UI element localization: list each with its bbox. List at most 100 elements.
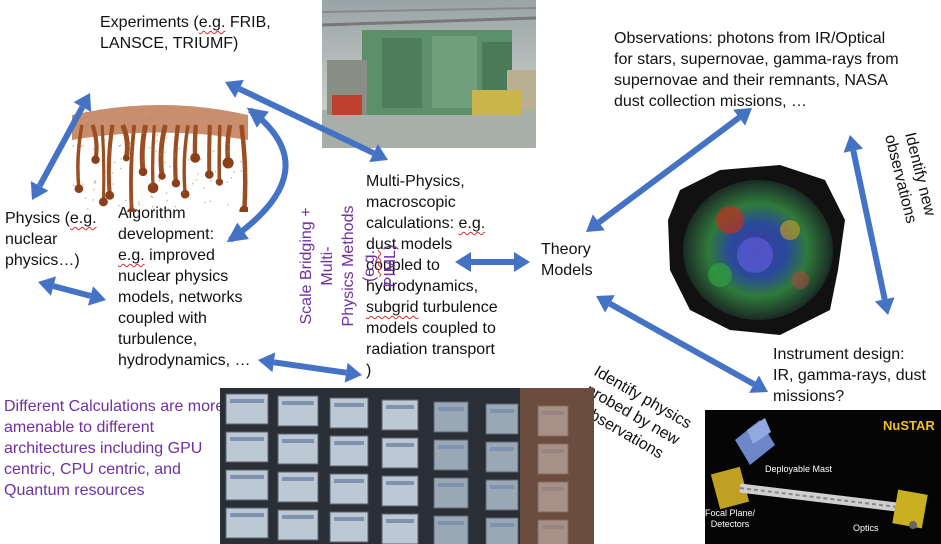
observations-label: Observations: photons from IR/Optical fo… bbox=[614, 30, 899, 110]
splash-speck bbox=[174, 156, 177, 158]
arrow-theory-instrument bbox=[596, 295, 768, 393]
splash-droplet bbox=[138, 167, 148, 177]
server-racks-photo bbox=[220, 388, 594, 544]
splash-speck bbox=[153, 208, 155, 210]
splash-speck bbox=[120, 158, 123, 160]
splash-speck bbox=[103, 174, 106, 177]
splash-finger bbox=[217, 124, 222, 183]
splash-speck bbox=[227, 143, 230, 146]
splash-finger bbox=[100, 124, 106, 202]
server-panel bbox=[438, 483, 464, 487]
splash-speck bbox=[86, 125, 88, 128]
splash-speck bbox=[113, 161, 116, 163]
arrow-multiphysics-theory bbox=[455, 252, 530, 272]
splash-speck bbox=[148, 146, 151, 149]
server-panel bbox=[386, 443, 414, 447]
splash-speck bbox=[81, 183, 84, 185]
splash-speck bbox=[106, 161, 109, 164]
server-panel bbox=[490, 447, 514, 451]
splash-speck bbox=[156, 140, 158, 142]
splash-speck bbox=[227, 150, 229, 153]
splash-speck bbox=[111, 192, 114, 194]
arrow-experiments-physics bbox=[30, 93, 92, 200]
server-panel bbox=[230, 475, 264, 479]
server-panel bbox=[282, 477, 314, 481]
splash-speck bbox=[142, 120, 144, 122]
server-panel bbox=[438, 407, 464, 411]
supernova-remnant-image bbox=[660, 160, 850, 340]
server-unit bbox=[485, 517, 519, 544]
splash-speck bbox=[181, 117, 183, 120]
splash-droplet bbox=[158, 172, 166, 180]
splash-speck bbox=[227, 203, 229, 206]
splash-speck bbox=[240, 170, 243, 172]
splash-speck bbox=[164, 161, 166, 164]
server-panel bbox=[542, 525, 564, 529]
splash-speck bbox=[214, 170, 217, 173]
splash-speck bbox=[166, 199, 168, 202]
splash-speck bbox=[86, 130, 88, 132]
server-panel bbox=[542, 487, 564, 491]
splash-speck bbox=[114, 133, 117, 136]
server-panel bbox=[386, 405, 414, 409]
server-panel bbox=[282, 439, 314, 443]
arrow-experiments-algorithm bbox=[226, 107, 289, 243]
splash-speck bbox=[229, 119, 232, 122]
splash-speck bbox=[100, 109, 102, 111]
splash-speck bbox=[197, 173, 199, 175]
splash-speck bbox=[150, 195, 152, 198]
rack-warm-light bbox=[520, 388, 594, 544]
splash-speck bbox=[80, 146, 82, 148]
splash-speck bbox=[156, 134, 159, 136]
splash-speck bbox=[169, 165, 171, 168]
splash-speck bbox=[72, 145, 75, 147]
splash-speck bbox=[118, 204, 120, 207]
splash-speck bbox=[165, 192, 168, 194]
splash-droplet bbox=[171, 179, 181, 188]
arrow-algorithm-multiphysics bbox=[258, 352, 362, 383]
turbulence-simulation-image bbox=[72, 100, 248, 212]
splash-speck bbox=[155, 150, 157, 153]
server-panel bbox=[542, 449, 564, 453]
server-panel bbox=[230, 513, 264, 517]
splash-speck bbox=[158, 179, 161, 182]
splash-speck bbox=[138, 203, 141, 206]
splash-droplet bbox=[205, 170, 214, 179]
splash-speck bbox=[92, 199, 94, 201]
splash-speck bbox=[124, 199, 127, 202]
server-panel bbox=[334, 403, 364, 407]
splash-speck bbox=[216, 183, 219, 186]
splash-speck bbox=[72, 184, 75, 187]
splash-speck bbox=[151, 205, 154, 208]
splash-speck bbox=[151, 164, 154, 167]
experiments-label: Experiments (e.g. FRIB, LANSCE, TRIUMF) bbox=[100, 14, 271, 52]
splash-speck bbox=[141, 160, 144, 162]
server-panel bbox=[386, 481, 414, 485]
splash-finger bbox=[76, 124, 84, 189]
server-panel bbox=[490, 485, 514, 489]
server-unit bbox=[433, 515, 469, 544]
server-panel bbox=[334, 479, 364, 483]
splash-speck bbox=[240, 160, 242, 163]
splash-speck bbox=[203, 187, 205, 190]
splash-speck bbox=[77, 148, 79, 150]
splash-speck bbox=[167, 208, 169, 210]
splash-speck bbox=[217, 127, 219, 129]
splash-speck bbox=[165, 137, 168, 139]
splash-speck bbox=[219, 123, 222, 126]
splash-speck bbox=[84, 197, 87, 199]
splash-speck bbox=[139, 112, 142, 114]
server-panel bbox=[438, 521, 464, 525]
splash-speck bbox=[112, 183, 114, 185]
splash-speck bbox=[195, 178, 198, 181]
splash-speck bbox=[151, 196, 154, 199]
splash-speck bbox=[111, 171, 114, 174]
splash-speck bbox=[168, 111, 171, 114]
splash-droplet bbox=[74, 184, 84, 193]
splash-speck bbox=[150, 183, 153, 185]
splash-base bbox=[72, 105, 248, 140]
arrow-physics-algorithm bbox=[38, 276, 106, 306]
deployable-mast-label: Deployable Mast bbox=[765, 464, 833, 474]
arrow-theory-observations bbox=[586, 108, 752, 232]
accelerator-photo bbox=[322, 0, 536, 148]
